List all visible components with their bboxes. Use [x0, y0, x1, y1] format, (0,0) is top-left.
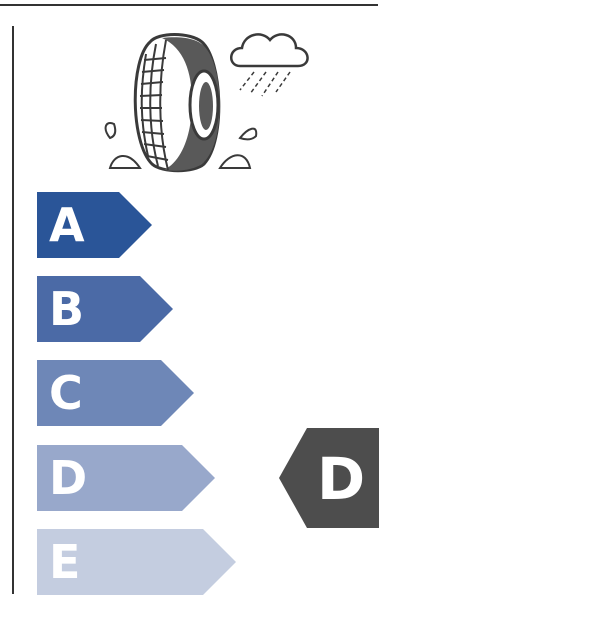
wet-grip-tyre-rain-icon: [100, 20, 320, 180]
class-arrow-c-shape: [37, 360, 194, 426]
left-border-line: [12, 26, 14, 594]
class-arrow-d-shape: [37, 445, 215, 511]
class-letter-a: A: [49, 198, 85, 252]
class-letter-e: E: [49, 535, 81, 589]
rating-indicator-shape: [279, 428, 379, 528]
class-arrow-c: C: [37, 360, 194, 426]
class-arrow-e-shape: [37, 529, 236, 595]
class-arrow-a: A: [37, 192, 152, 258]
rating-indicator: D: [279, 428, 379, 528]
class-arrow-b: B: [37, 276, 173, 342]
class-arrow-a-shape: [37, 192, 152, 258]
rating-letter: D: [317, 445, 366, 513]
class-letter-b: B: [49, 282, 85, 336]
class-letter-c: C: [49, 366, 83, 420]
class-letter-d: D: [49, 451, 88, 505]
class-arrow-d: D: [37, 445, 215, 511]
class-arrow-e: E: [37, 529, 236, 595]
class-arrow-b-shape: [37, 276, 173, 342]
top-border-line: [0, 4, 378, 6]
